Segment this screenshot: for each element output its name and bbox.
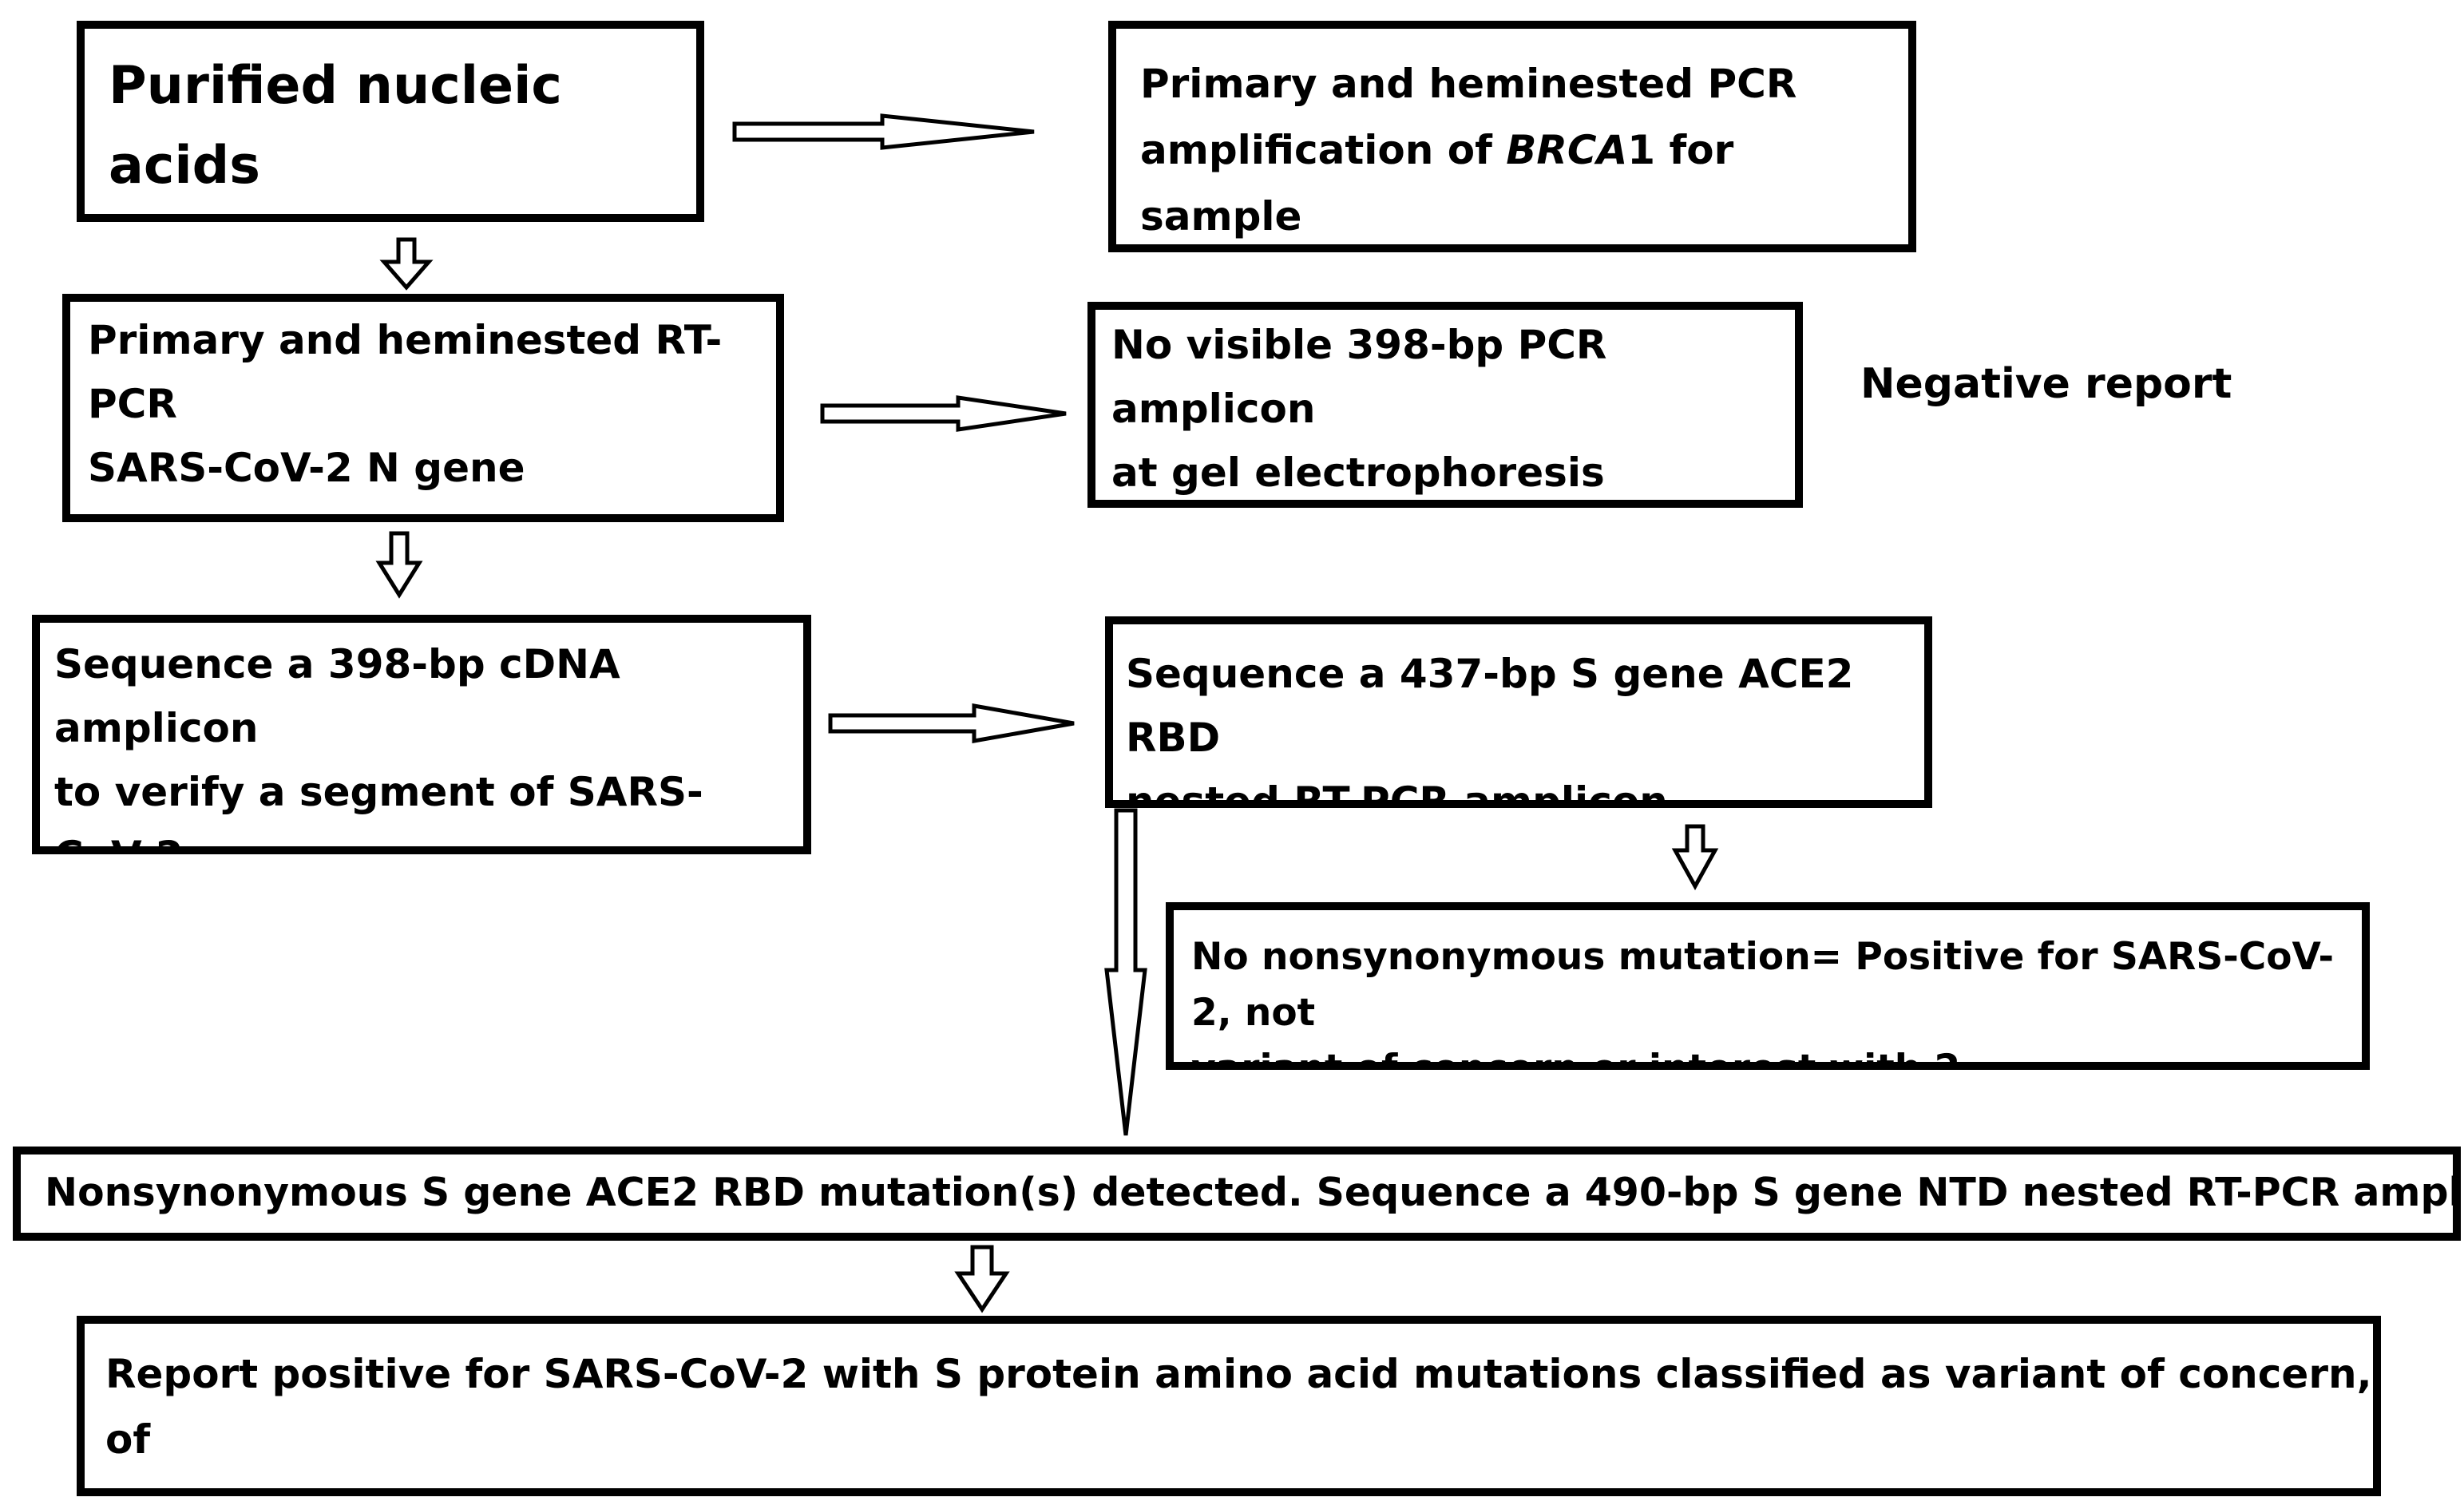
brca-check-text: Primary and heminested PCR amplification… [1140,51,1908,244]
sequence-s-gene-rbd-box: Sequence a 437-bp S gene ACE2 RBD nested… [1105,616,1932,808]
arrow-down-icon [1104,808,1147,1136]
arrow-right-icon [820,395,1067,432]
n-gene-pcr-text: Primary and heminested RT-PCR SARS-CoV-2… [88,317,723,514]
arrow-right-icon [828,703,1075,743]
start-box: Purified nucleic acids from cell digesta… [77,21,704,222]
arrow-down-icon [375,531,423,599]
nonsynonymous-detected-box: Nonsynonymous S gene ACE2 RBD mutation(s… [13,1147,2461,1241]
sequence-n-gene-text: Sequence a 398-bp cDNA amplicon to verif… [54,641,703,846]
sequence-n-gene-box: Sequence a 398-bp cDNA amplicon to verif… [32,615,811,854]
brca-check-text-before: Primary and heminested PCR amplification… [1140,61,1797,173]
n-gene-pcr-box: Primary and heminested RT-PCR SARS-CoV-2… [62,294,784,522]
no-nonsynonymous-text: No nonsynonymous mutation= Positive for … [1191,935,2334,1070]
start-text: Purified nucleic acids from cell digesta… [109,56,562,196]
no-amplicon-box: No visible 398-bp PCR amplicon at gel el… [1087,302,1803,508]
no-nonsynonymous-box: No nonsynonymous mutation= Positive for … [1166,902,2370,1070]
nonsynonymous-detected-text: Nonsynonymous S gene ACE2 RBD mutation(s… [45,1170,2461,1215]
arrow-down-icon [954,1245,1010,1313]
arrow-right-icon [732,113,1035,150]
arrow-down-icon [1671,824,1719,891]
brca-check-box: Primary and heminested PCR amplification… [1108,21,1916,252]
brca-check-text-after: 1 for sample adequacy [1140,127,1734,240]
arrow-down-icon [379,237,434,291]
brca-gene-name: BRCA [1506,127,1628,173]
final-report-box: Report positive for SARS-CoV-2 with S pr… [77,1316,2381,1496]
sequence-s-gene-rbd-text: Sequence a 437-bp S gene ACE2 RBD nested… [1126,651,1854,808]
negative-report-label: Negative report [1860,360,2232,408]
no-amplicon-text: No visible 398-bp PCR amplicon at gel el… [1111,322,1607,496]
final-report-text: Report positive for SARS-CoV-2 with S pr… [105,1351,2372,1488]
